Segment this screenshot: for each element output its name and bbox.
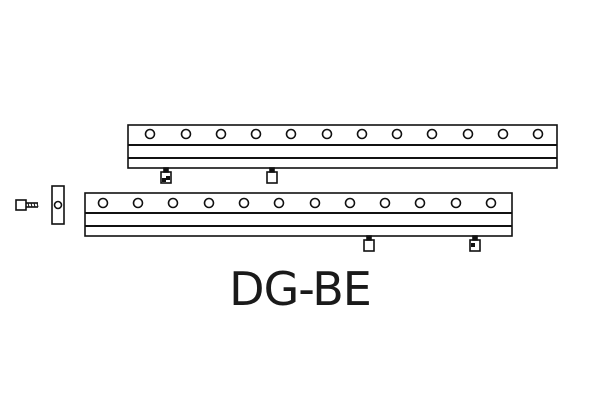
top-rail-holes <box>144 128 544 140</box>
bottom-bracket-right <box>469 235 481 252</box>
bottom-rail-holes <box>97 197 497 209</box>
top-rail <box>127 124 558 184</box>
bottom-rail <box>84 192 513 252</box>
top-bracket-left <box>160 167 172 184</box>
top-bracket-right <box>266 167 278 184</box>
end-plate-icon <box>51 185 65 225</box>
screw-icon <box>15 199 39 211</box>
diagram-title: DG-BE <box>229 262 372 316</box>
bottom-bracket-left <box>363 235 375 252</box>
